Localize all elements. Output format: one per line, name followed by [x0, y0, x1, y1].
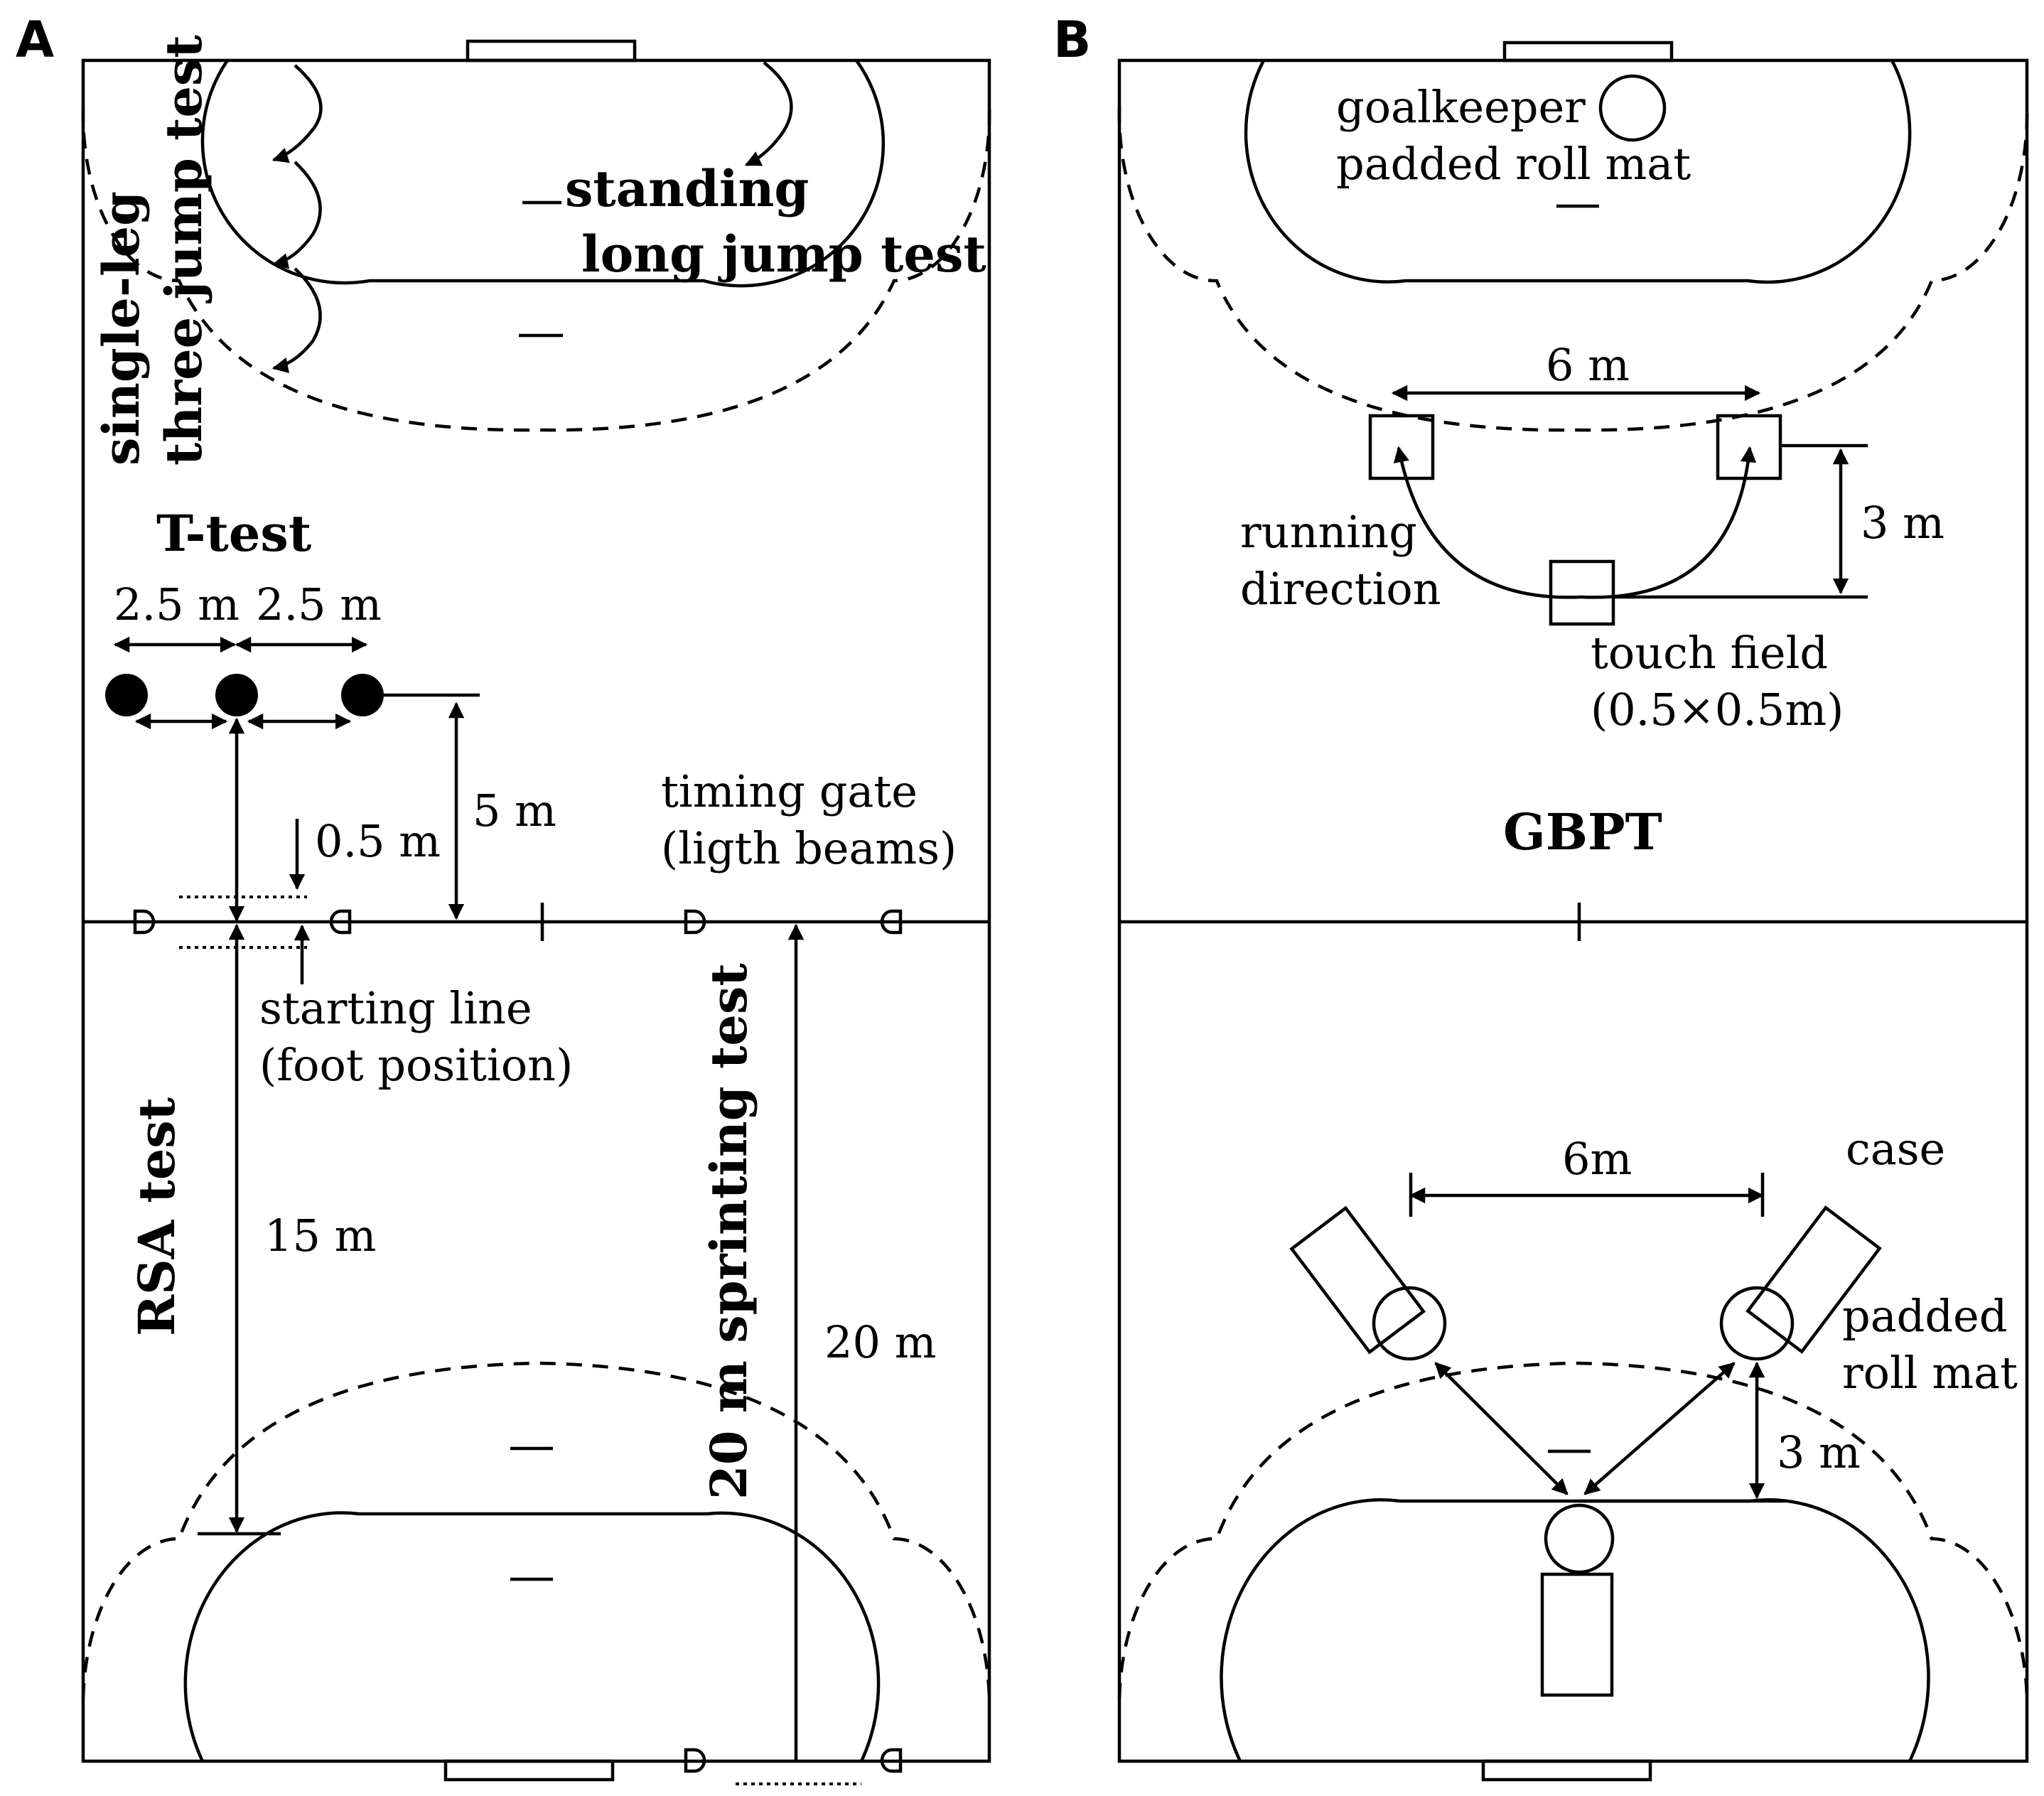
gbpt-throwing-layout [1289, 1173, 1882, 1697]
starting-line-label-2: (foot position) [259, 1039, 573, 1091]
court-a [81, 39, 991, 1782]
running-label-2: direction [1240, 563, 1441, 615]
cone-right [341, 674, 384, 716]
dist-6-bottom: 6m [1562, 1133, 1632, 1185]
dist-15: 15 m [264, 1210, 376, 1262]
timing-gate-label-1: timing gate [661, 765, 918, 817]
marker-right [1716, 414, 1782, 480]
gbpt-label: GBPT [1503, 802, 1662, 861]
touch-field-label-1: touch field [1591, 627, 1828, 679]
goalkeeper-mat-top [1598, 74, 1667, 142]
panel-a-label: A [16, 11, 54, 69]
cone-middle [215, 674, 258, 716]
goalkeeper-label-1: goalkeeper [1336, 81, 1586, 133]
dist-0-5: 0.5 m [315, 815, 441, 867]
dist-20: 20 m [824, 1316, 936, 1368]
gbpt-running-layout [1368, 385, 1868, 626]
goal-area-top-b [1244, 59, 1912, 284]
cone-left [105, 674, 148, 716]
dist-3-bottom: 3 m [1777, 1426, 1861, 1478]
roll-mat-right [1719, 1286, 1795, 1361]
goal-area-top-a [200, 59, 886, 288]
panel-b-label: B [1053, 11, 1091, 69]
case-label: case [1846, 1123, 1945, 1175]
sprint-test-label: 20 m sprinting test [699, 963, 758, 1500]
single-leg-label-1: single-leg [92, 191, 151, 466]
case-goalkeeper [1540, 1572, 1614, 1697]
starting-line-label-1: starting line [259, 982, 532, 1034]
standing-label-2: long jump test [581, 225, 986, 284]
dist-3-top: 3 m [1861, 497, 1945, 549]
t-test-layout [105, 636, 480, 1536]
roll-mat-goalkeeper [1544, 1503, 1615, 1574]
standing-jump-arrow [744, 61, 793, 167]
goal-top-b [1502, 41, 1674, 63]
touch-field [1549, 559, 1615, 626]
roll-mat-left [1372, 1286, 1447, 1361]
timing-gate-label-2: (ligth beams) [661, 822, 957, 874]
case-left [1289, 1205, 1426, 1355]
running-label-1: running [1240, 506, 1417, 558]
padded-label-2: roll mat [1842, 1347, 2018, 1399]
goalkeeper-label-2: padded roll mat [1336, 138, 1691, 190]
dist-5: 5 m [473, 785, 556, 837]
single-leg-label-2: three jump test [154, 35, 213, 466]
dist-2-5-left: 2.5 m [114, 579, 240, 630]
goal-bottom-b [1481, 1759, 1652, 1782]
goal-bottom-a [443, 1759, 615, 1782]
goal-top-a [466, 39, 637, 63]
court-b [1117, 41, 2029, 1782]
standing-label-1: standing [565, 159, 809, 218]
free-throw-line-top-b [1117, 106, 2029, 432]
goal-area-bottom-a [183, 1511, 881, 1762]
dist-6-top: 6 m [1546, 339, 1630, 391]
t-test-label: T-test [156, 504, 311, 563]
touch-field-label-2: (0.5×0.5m) [1591, 684, 1844, 736]
marker-left [1368, 414, 1435, 480]
rsa-test-label: RSA test [127, 1097, 186, 1336]
free-throw-line-bottom-a [81, 1361, 991, 1699]
case-right [1746, 1205, 1882, 1354]
single-leg-jump-arrows [271, 64, 323, 374]
free-throw-line-bottom-b [1117, 1361, 2029, 1699]
dist-2-5-right: 2.5 m [256, 579, 382, 630]
goal-area-bottom-b [1220, 1498, 1930, 1762]
padded-label-1: padded [1842, 1290, 2007, 1342]
timing-gates [133, 909, 903, 1785]
